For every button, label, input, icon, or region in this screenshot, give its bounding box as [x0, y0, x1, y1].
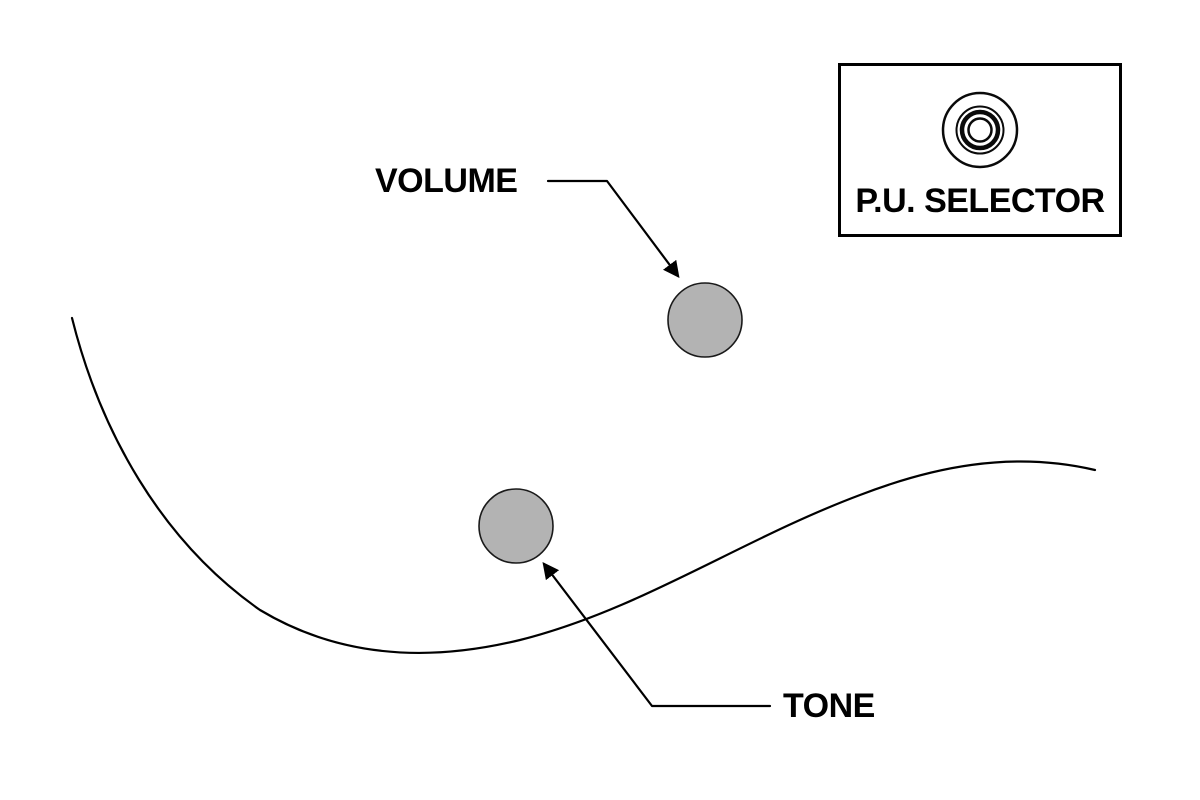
volume-pointer-line: [546, 179, 680, 278]
tone-label: TONE: [783, 687, 875, 725]
volume-label: VOLUME: [375, 162, 518, 200]
pickup-selector-box: P.U. SELECTOR: [838, 63, 1122, 237]
guitar-body-outline: [70, 316, 1097, 654]
pickup-selector-knob-icon: [941, 91, 1019, 169]
tone-knob: [478, 488, 554, 564]
tone-pointer-line: [542, 562, 772, 708]
pickup-selector-label: P.U. SELECTOR: [855, 182, 1105, 220]
volume-knob: [667, 282, 743, 358]
